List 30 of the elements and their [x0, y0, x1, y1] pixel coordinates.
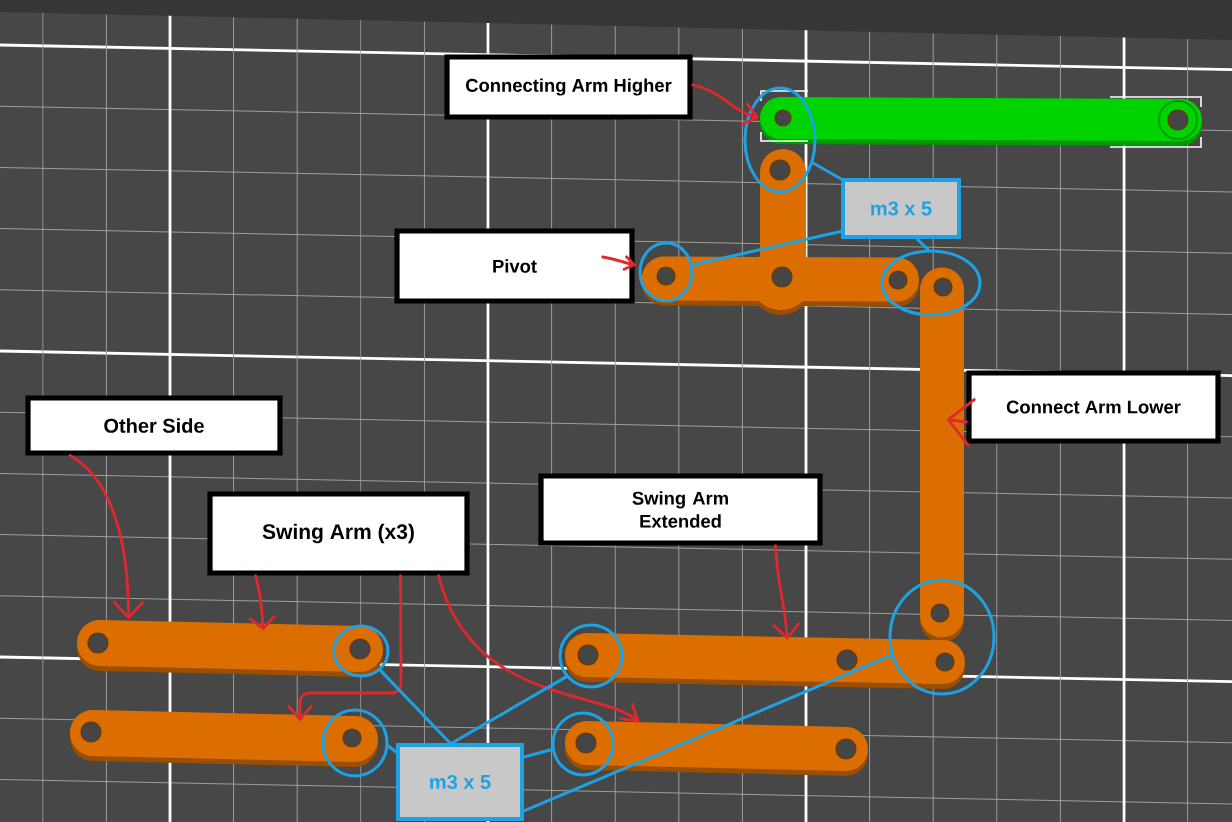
- arm-link: [760, 97, 1202, 146]
- label-box: Swing Arm (x3): [207, 491, 470, 576]
- leader-line: [522, 653, 893, 813]
- highlight-circle: [888, 578, 996, 696]
- arrow: [772, 544, 801, 641]
- label-box: Pivot: [394, 228, 635, 304]
- arm-link: [565, 721, 868, 776]
- arrow: [68, 454, 145, 620]
- leader-line: [386, 744, 398, 754]
- arrow: [691, 83, 760, 126]
- arm-link: [77, 620, 383, 677]
- highlight-circle: [332, 624, 390, 678]
- arm-link: [565, 633, 965, 689]
- highlight-circle: [321, 708, 389, 778]
- label-box: Swing Arm Extended: [538, 473, 823, 546]
- screw-callout-box: m3 x 5: [396, 743, 524, 821]
- leader-line: [450, 675, 568, 745]
- arm-link: [70, 710, 378, 767]
- arrow: [286, 574, 403, 722]
- leader-line: [522, 747, 554, 759]
- label-box: Other Side: [25, 395, 283, 456]
- highlight-circle: [551, 711, 615, 777]
- arm-link: [920, 267, 964, 643]
- label-box: Connecting Arm Higher: [444, 54, 693, 120]
- arrow: [601, 255, 637, 271]
- leader-line: [915, 237, 930, 252]
- leader-line: [378, 668, 452, 745]
- label-box: Connect Arm Lower: [966, 370, 1221, 444]
- highlight-circle: [558, 623, 624, 689]
- arrow: [437, 574, 640, 723]
